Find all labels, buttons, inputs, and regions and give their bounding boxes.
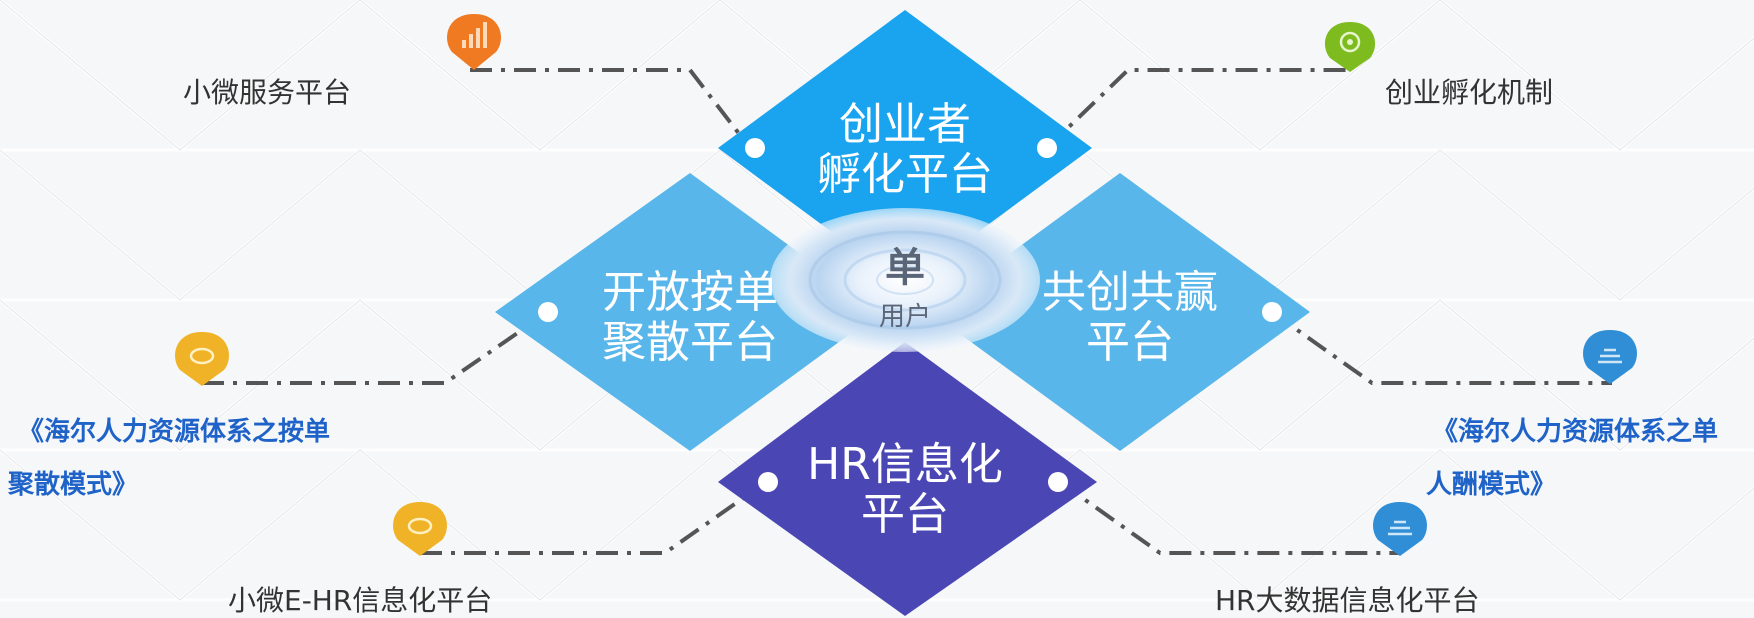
bottom-diamond-text: HR信息化 平台: [795, 440, 1015, 540]
bottom-diamond: [718, 342, 1097, 616]
dot-bottom-left: [758, 472, 778, 492]
coin-icon: [175, 332, 229, 386]
label-mid-right-line1: 《海尔人力资源体系之单: [1432, 417, 1719, 447]
top-diamond-line2: 孵化平台: [817, 149, 993, 200]
label-mid-right-line2: 人酬模式》: [1426, 470, 1557, 500]
top-diamond-text: 创业者 孵化平台: [805, 100, 1005, 200]
left-diamond-line2: 聚散平台: [602, 317, 778, 368]
dot-top-left: [745, 138, 765, 158]
connector-bottom-left: [420, 480, 768, 555]
right-diamond-text: 共创共赢 平台: [1020, 268, 1240, 368]
right-diamond-line1: 共创共赢: [1042, 267, 1218, 318]
connector-top-right: [1045, 68, 1348, 150]
label-bottom-right: HR大数据信息化平台: [1215, 584, 1480, 617]
chart-icon: [1583, 330, 1637, 384]
top-diamond: [718, 10, 1092, 286]
bottom-diamond-line2: 平台: [861, 489, 949, 540]
right-diamond: [930, 173, 1310, 451]
dot-mid-left: [538, 302, 558, 322]
target-icon: [1324, 22, 1376, 72]
center-swirl: [770, 208, 1040, 352]
top-diamond-line1: 创业者: [839, 99, 971, 150]
dot-bottom-right: [1048, 472, 1068, 492]
left-diamond: [495, 173, 880, 451]
dot-mid-right: [1262, 302, 1282, 322]
dot-top-right: [1037, 138, 1057, 158]
connector-mid-left: [202, 310, 550, 385]
coin-icon: [393, 502, 447, 556]
left-diamond-line1: 开放按单: [602, 267, 778, 318]
bottom-diamond-line1: HR信息化: [807, 439, 1003, 490]
label-bottom-left: 小微E-HR信息化平台: [228, 584, 493, 617]
label-top-left: 小微服务平台: [183, 76, 352, 109]
bar-chart-icon: [447, 14, 501, 70]
right-diamond-line2: 平台: [1086, 317, 1174, 368]
label-mid-left-line1: 《海尔人力资源体系之按单: [18, 417, 331, 447]
center-main-text: 单: [885, 245, 925, 291]
chart-icon: [1373, 502, 1427, 556]
label-mid-left-line2: 聚散模式》: [8, 470, 139, 500]
center-sub-text: 用户: [878, 302, 931, 332]
connector-mid-right: [1270, 310, 1612, 385]
label-top-right: 创业孵化机制: [1385, 76, 1554, 109]
connector-top-left: [470, 68, 752, 150]
left-diamond-text: 开放按单 聚散平台: [580, 268, 800, 368]
connector-bottom-right: [1058, 480, 1400, 555]
